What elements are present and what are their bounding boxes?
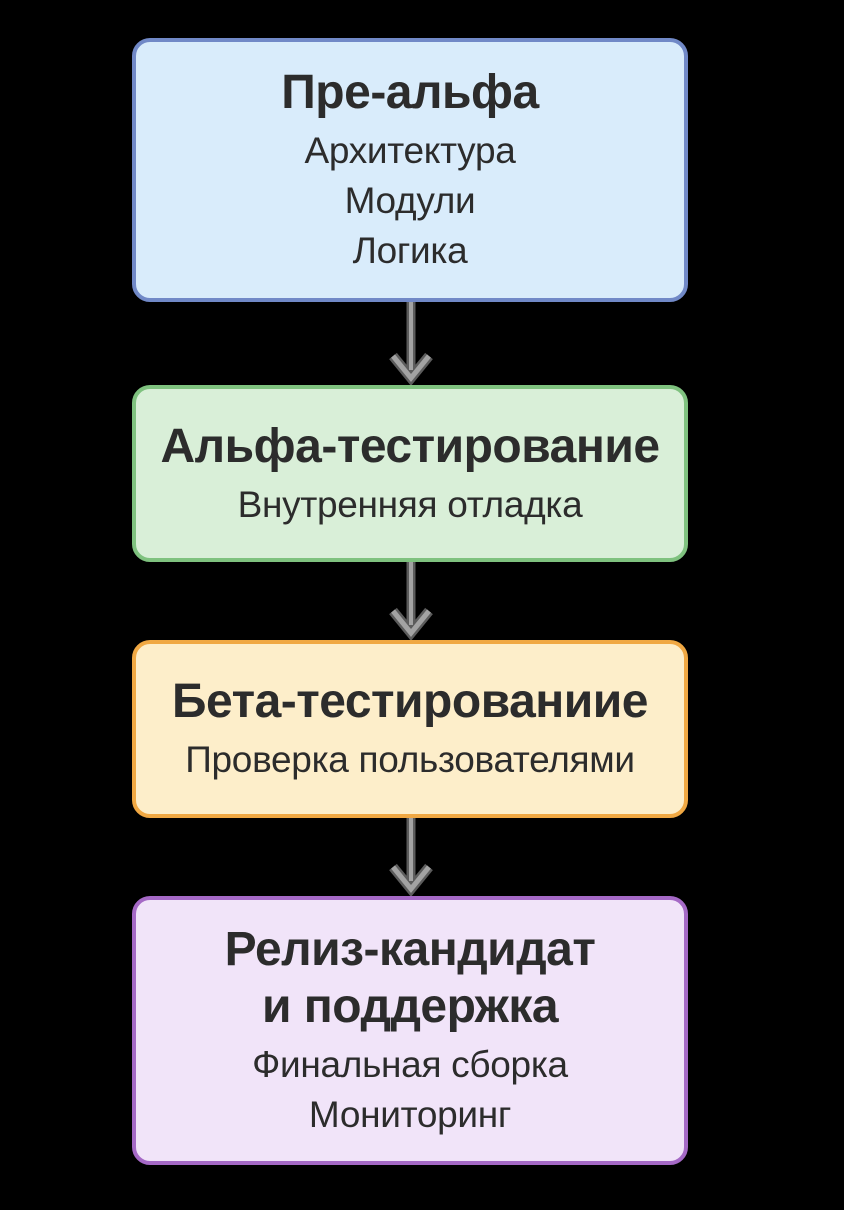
down-arrow-icon: [381, 302, 441, 385]
stage-box-alpha-testing: Альфа-тестирование Внутренняя отладка: [132, 385, 688, 562]
stage-title: Альфа-тестирование: [160, 419, 660, 473]
stage-detail: Проверка пользователями: [185, 739, 635, 780]
stage-detail: Мониторинг: [308, 1094, 512, 1135]
stage-box-beta-testing: Бета-тестированиие Проверка пользователя…: [132, 640, 688, 818]
stage-detail: Внутренняя отладка: [237, 483, 583, 525]
stage-title: Бета-тестированиие: [172, 675, 648, 728]
stage-detail: Финальная сборка: [252, 1044, 568, 1085]
stage-title: Пре-альфа: [281, 66, 539, 119]
stage-box-release-candidate: Релиз-кандидат и поддержка Финальная сбо…: [132, 896, 688, 1165]
stage-detail: Архитектура: [304, 130, 516, 171]
down-arrow-icon: [381, 562, 441, 640]
stage-box-pre-alpha: Пре-альфа Архитектура Модули Логика: [132, 38, 688, 302]
stage-detail: Логика: [352, 230, 468, 271]
stage-detail: Модули: [344, 180, 476, 221]
down-arrow-icon: [381, 818, 441, 896]
stage-title: Релиз-кандидат и поддержка: [224, 923, 596, 1033]
